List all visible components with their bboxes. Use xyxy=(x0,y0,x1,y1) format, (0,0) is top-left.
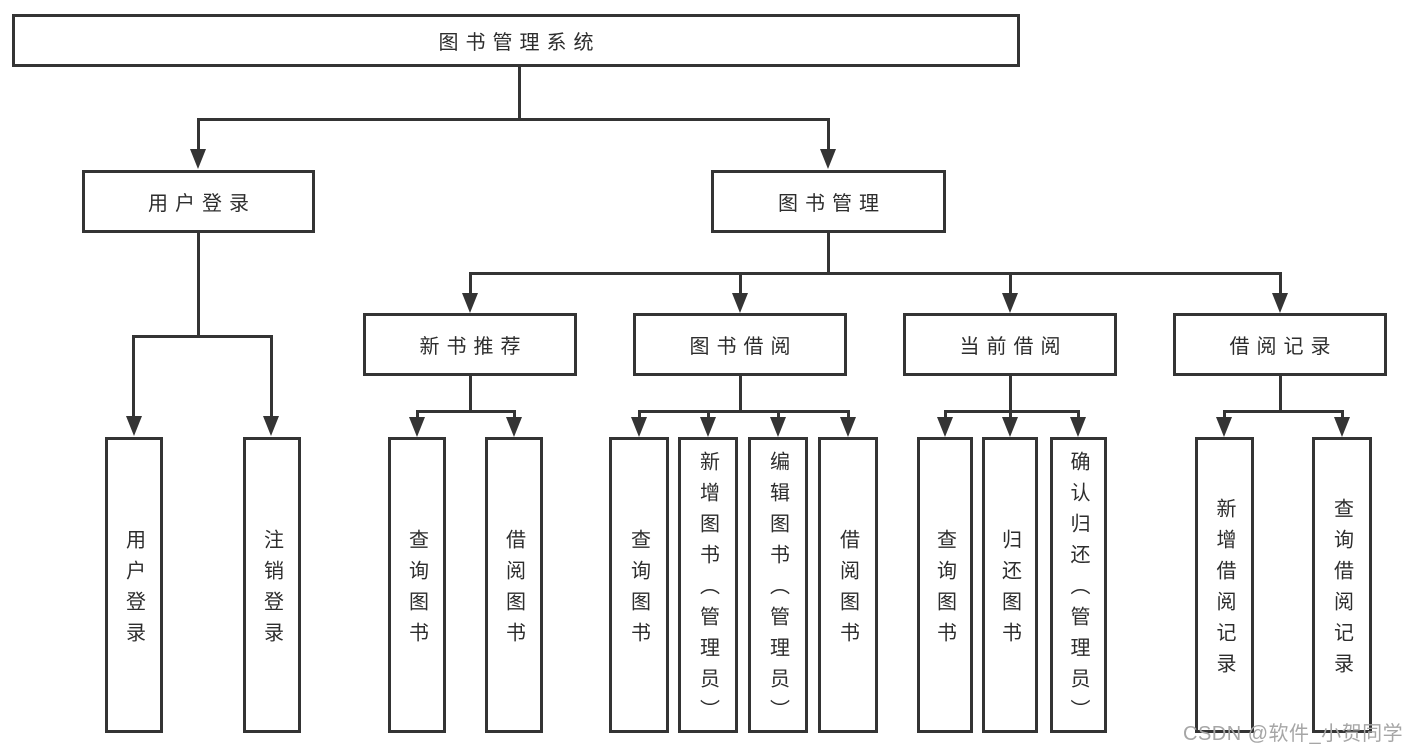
connector-drop-leaf xyxy=(1341,410,1344,418)
arrow-down-icon xyxy=(1216,417,1232,437)
arrow-down-icon xyxy=(770,417,786,437)
connector-root-stem xyxy=(518,67,521,118)
node-book-management: 图书管理 xyxy=(711,170,946,233)
node-root-label: 图书管理系统 xyxy=(438,32,601,54)
connector-drop-leaf xyxy=(416,410,419,418)
connector-root-bar xyxy=(197,118,830,121)
connector-drop-leaf xyxy=(847,410,850,418)
arrow-down-icon xyxy=(631,417,647,437)
connector-section-bar xyxy=(638,410,850,413)
connector-mgmt-stem xyxy=(827,233,830,272)
node-current-borrowing-label: 当前借阅 xyxy=(959,336,1068,358)
arrow-down-icon xyxy=(1070,417,1086,437)
arrow-down-icon xyxy=(700,417,716,437)
connector-drop-leaf xyxy=(638,410,641,418)
connector-drop-section xyxy=(1009,272,1012,293)
arrow-down-icon xyxy=(840,417,856,437)
arrow-down-icon xyxy=(1334,417,1350,437)
leaf-query-borrow-record: 查询借阅记录 xyxy=(1312,437,1372,733)
leaf-query-books-borrowing-label: 查询图书 xyxy=(627,528,650,653)
node-borrowing-records: 借阅记录 xyxy=(1173,313,1387,376)
leaf-edit-books-admin-label: 编辑图书（管理员） xyxy=(766,451,789,730)
leaf-logout-label: 注销登录 xyxy=(260,528,283,653)
node-root: 图书管理系统 xyxy=(12,14,1020,67)
node-book-management-label: 图书管理 xyxy=(778,193,886,215)
connector-section-stem xyxy=(469,376,472,410)
leaf-logout: 注销登录 xyxy=(243,437,301,733)
leaf-return-books-label: 归还图书 xyxy=(998,528,1021,653)
leaf-query-books-current: 查询图书 xyxy=(917,437,973,733)
arrow-down-icon xyxy=(506,417,522,437)
node-user-login-label: 用户登录 xyxy=(148,193,256,215)
connector-section-stem xyxy=(739,376,742,410)
leaf-return-books: 归还图书 xyxy=(982,437,1038,733)
connector-section-bar xyxy=(1223,410,1343,413)
leaf-edit-books-admin: 编辑图书（管理员） xyxy=(748,437,808,733)
connector-drop-leaf xyxy=(132,335,135,417)
connector-mgmt-bar xyxy=(469,272,1281,275)
leaf-query-books-recommend: 查询图书 xyxy=(388,437,446,733)
connector-section-stem xyxy=(1009,376,1012,410)
leaf-add-books-admin-label: 新增图书（管理员） xyxy=(696,451,719,730)
arrow-down-icon xyxy=(732,293,748,313)
connector-drop-leaf xyxy=(944,410,947,418)
connector-user-stem xyxy=(197,233,200,335)
connector-drop-leaf xyxy=(270,335,273,417)
leaf-user-login-label: 用户登录 xyxy=(122,528,145,653)
node-book-borrowing-label: 图书借阅 xyxy=(689,336,798,358)
arrow-down-icon xyxy=(1002,417,1018,437)
connector-drop-leaf xyxy=(513,410,516,418)
leaf-query-books-current-label: 查询图书 xyxy=(933,528,956,653)
leaf-confirm-return-admin: 确认归还（管理员） xyxy=(1050,437,1107,733)
arrow-down-icon xyxy=(263,416,279,436)
arrow-down-icon xyxy=(126,416,142,436)
leaf-user-login: 用户登录 xyxy=(105,437,163,733)
arrow-down-icon xyxy=(1272,293,1288,313)
leaf-add-borrow-record: 新增借阅记录 xyxy=(1195,437,1254,733)
connector-drop-leaf xyxy=(707,410,710,418)
connector-drop-section xyxy=(1279,272,1282,293)
connector-drop-user xyxy=(197,118,200,150)
arrow-down-icon xyxy=(409,417,425,437)
csdn-watermark: CSDN @软件_小贺同学 xyxy=(1183,723,1404,745)
arrow-down-icon xyxy=(1002,293,1018,313)
connector-drop-leaf xyxy=(777,410,780,418)
leaf-borrow-books-recommend: 借阅图书 xyxy=(485,437,543,733)
leaf-add-borrow-record-label: 新增借阅记录 xyxy=(1213,497,1235,684)
connector-user-bar xyxy=(133,335,273,338)
node-current-borrowing: 当前借阅 xyxy=(903,313,1117,376)
connector-drop-leaf xyxy=(1223,410,1226,418)
arrow-down-icon xyxy=(820,149,836,169)
node-user-login: 用户登录 xyxy=(82,170,315,233)
node-new-book-recommend-label: 新书推荐 xyxy=(419,336,528,358)
connector-drop-section xyxy=(469,272,472,293)
leaf-borrow-books-recommend-label: 借阅图书 xyxy=(502,528,525,653)
connector-section-stem xyxy=(1279,376,1282,410)
leaf-borrow-books-label: 借阅图书 xyxy=(836,528,859,653)
connector-drop-mgmt xyxy=(827,118,830,150)
leaf-confirm-return-admin-label: 确认归还（管理员） xyxy=(1067,451,1089,730)
leaf-borrow-books: 借阅图书 xyxy=(818,437,878,733)
connector-drop-section xyxy=(739,272,742,293)
node-book-borrowing: 图书借阅 xyxy=(633,313,847,376)
connector-section-bar xyxy=(416,410,516,413)
connector-drop-leaf xyxy=(1077,410,1080,418)
node-borrowing-records-label: 借阅记录 xyxy=(1229,336,1338,358)
leaf-query-borrow-record-label: 查询借阅记录 xyxy=(1330,497,1353,684)
arrow-down-icon xyxy=(190,149,206,169)
node-new-book-recommend: 新书推荐 xyxy=(363,313,577,376)
arrow-down-icon xyxy=(462,293,478,313)
leaf-add-books-admin: 新增图书（管理员） xyxy=(678,437,738,733)
connector-drop-leaf xyxy=(1009,410,1012,418)
leaf-query-books-borrowing: 查询图书 xyxy=(609,437,669,733)
arrow-down-icon xyxy=(937,417,953,437)
leaf-query-books-recommend-label: 查询图书 xyxy=(405,528,428,653)
